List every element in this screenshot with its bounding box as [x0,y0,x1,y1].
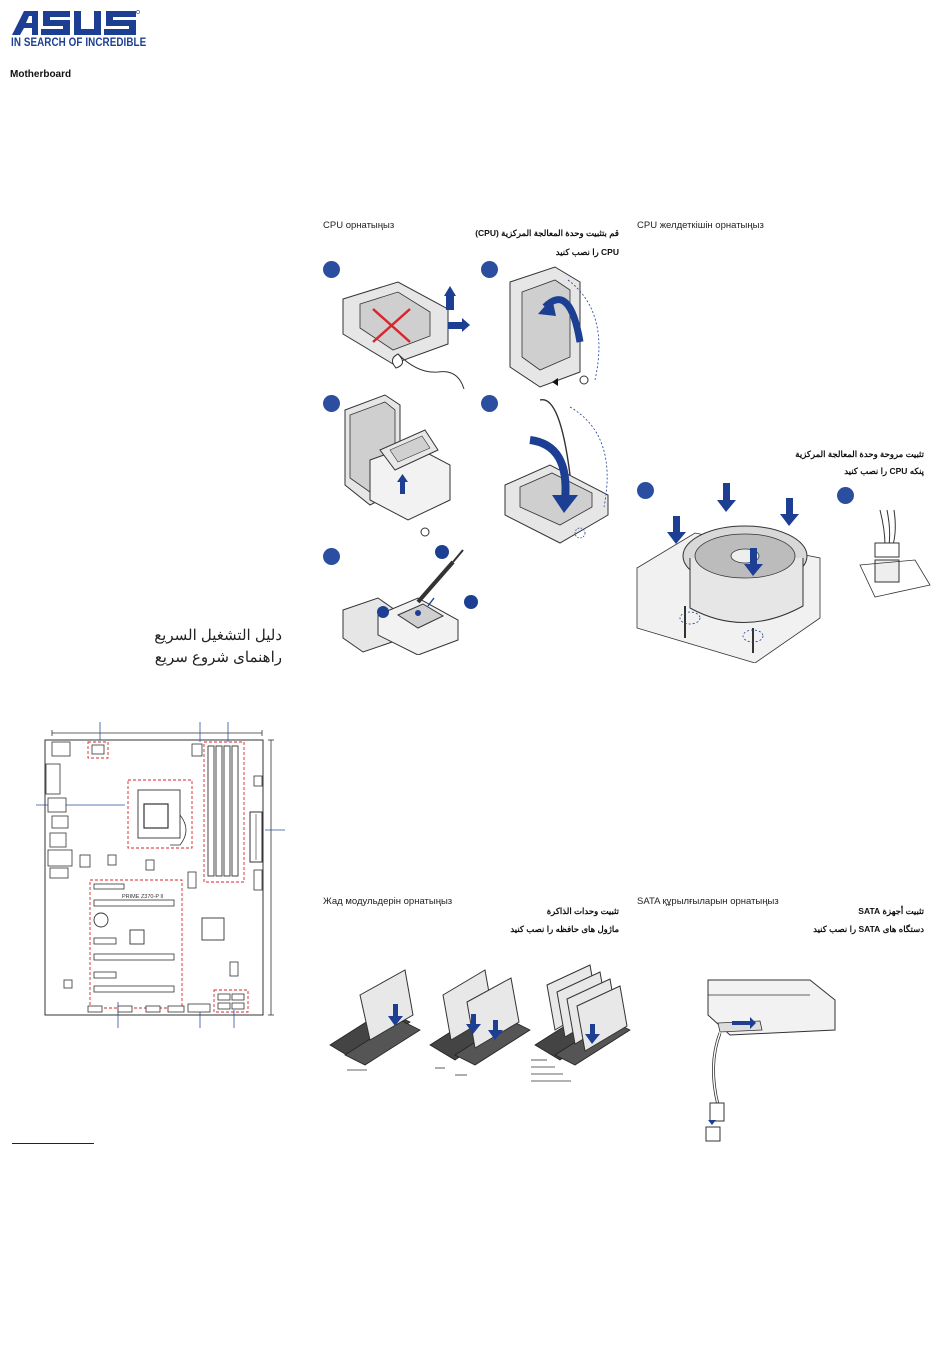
memory-install-title: Жад модульдерін орнатыңыз [323,896,453,907]
board-model-label: PRIME Z370-P II [122,894,164,900]
sata-install-title-fa: دستگاه های SATA را نصب کنید [813,924,924,934]
memory-install-illustration [325,960,635,1085]
cpu-step-3-illustration [340,390,460,540]
fan-step-1-icon [637,482,654,499]
sata-install-illustration [690,975,840,1155]
cpu-step-2-illustration [500,262,615,392]
step-5-icon [323,548,340,565]
fan-install-title: CPU желдеткішін орнатыңыз [637,220,764,231]
memory-install-title-ar: تثبيت وحدات الذاكرة [546,906,619,916]
brand-tagline: IN SEARCH OF INCREDIBLE [11,35,147,49]
asus-logo [10,8,140,36]
sata-install-title-ar: تثبيت أجهزة SATA [858,906,924,916]
cpu-install-title-fa: CPU را نصب کنید [555,247,619,257]
cpu-step-1-illustration [338,264,473,399]
quickstart-title-fa: راهنمای شروع سریع [154,649,282,666]
memory-install-title-fa: ماژول های حافظه را نصب کنید [510,924,619,934]
fan-connector-illustration [855,505,935,600]
sata-install-title: SATA құрылғыларын орнатыңыз [637,896,779,907]
fan-step-2-icon [837,487,854,504]
cpu-install-title: CPU орнатыңыз [323,220,395,231]
motherboard-layout-diagram: PRIME Z370-P II [0,720,290,1030]
quickstart-title-ar: دليل التشغيل السريع [154,627,282,644]
fan-install-title-ar: تثبيت مروحة وحدة المعالجة المركزية [795,449,924,459]
asus-wordmark-icon [12,10,140,35]
document-type: Motherboard [10,69,72,80]
cpu-step-4-illustration [500,395,620,545]
step-3-icon [323,395,340,412]
cpu-step-5-illustration [338,540,488,655]
cpu-fan-illustration [635,478,825,663]
cpu-install-title-ar: قم بتثبيت وحدة المعالجة المركزية (CPU) [475,228,619,238]
step-1-icon [323,261,340,278]
step-2-icon [481,261,498,278]
footnote-rule [12,1143,94,1144]
step-4-icon [481,395,498,412]
fan-install-title-fa: پنکه CPU را نصب کنید [844,466,924,476]
